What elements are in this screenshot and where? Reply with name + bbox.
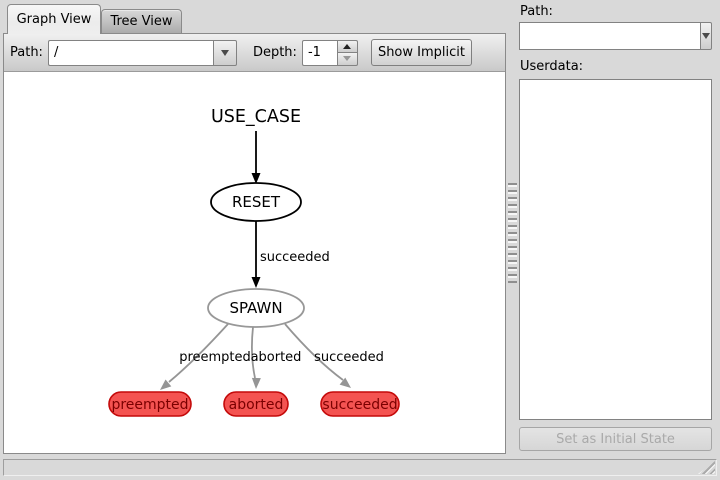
chevron-down-icon <box>220 49 229 56</box>
userdata-label: Userdata: <box>520 59 584 74</box>
sidebar-path-combobox <box>519 22 712 50</box>
pane-splitter[interactable] <box>506 33 519 454</box>
arrow-down-icon <box>343 56 352 62</box>
depth-spin-buttons <box>336 39 358 66</box>
sidebar-path-input[interactable] <box>519 22 700 50</box>
edge-spawn-to-aborted: aborted <box>251 326 302 389</box>
outcome-aborted-label: aborted <box>229 397 284 413</box>
edge-spawn-to-preempted: preempted <box>160 323 251 390</box>
path-combobox <box>47 39 237 66</box>
show-implicit-button[interactable]: Show Implicit <box>370 39 472 66</box>
sidebar-path-label: Path: <box>520 4 553 19</box>
outcome-aborted[interactable]: aborted <box>223 391 289 417</box>
outcome-preempted[interactable]: preempted <box>108 391 192 417</box>
outcome-succeeded-label: succeeded <box>322 397 397 413</box>
outcome-preempted-label: preempted <box>111 397 188 413</box>
container-title: USE_CASE <box>211 107 301 127</box>
userdata-textarea[interactable] <box>519 79 712 420</box>
arrow-up-icon <box>343 43 352 49</box>
depth-input[interactable] <box>301 39 337 66</box>
node-spawn[interactable]: SPAWN <box>207 288 305 328</box>
edge-label-succeeded-top: succeeded <box>260 250 330 265</box>
spin-down-button[interactable] <box>336 52 358 66</box>
edge-label-preempted: preempted <box>179 350 251 365</box>
outcome-succeeded[interactable]: succeeded <box>320 391 400 417</box>
state-machine-graph: USE_CASE RESET succeeded SPAWN <box>108 107 400 417</box>
depth-label: Depth: <box>252 45 297 60</box>
sidebar: Path: Userdata: Set as Initial State <box>519 0 712 455</box>
edge-label-succeeded: succeeded <box>314 350 384 365</box>
resize-grip-icon[interactable] <box>698 461 715 474</box>
edge-label-aborted: aborted <box>251 350 302 365</box>
tab-tree-view-label: Tree View <box>110 14 173 29</box>
node-reset-label: RESET <box>232 193 281 211</box>
path-dropdown-button[interactable] <box>212 39 237 66</box>
depth-spinner <box>301 39 358 66</box>
toolbar: Path: Depth: Show Implicit <box>4 34 505 72</box>
spin-up-button[interactable] <box>336 39 358 52</box>
chevron-down-icon <box>702 33 710 39</box>
node-spawn-label: SPAWN <box>229 299 282 317</box>
status-bar <box>3 459 717 476</box>
path-label: Path: <box>10 45 43 60</box>
graph-canvas[interactable]: USE_CASE RESET succeeded SPAWN <box>4 72 505 453</box>
tab-graph-view-label: Graph View <box>16 12 92 27</box>
tab-tree-view[interactable]: Tree View <box>101 9 182 33</box>
node-reset[interactable]: RESET <box>210 182 302 222</box>
graph-view-page: Path: Depth: Show Implicit USE_CASE <box>3 33 506 454</box>
tab-graph-view[interactable]: Graph View <box>7 4 101 34</box>
edge-reset-to-spawn: succeeded <box>251 221 330 288</box>
sidebar-path-dropdown-button[interactable] <box>700 22 712 50</box>
path-input[interactable] <box>47 39 213 66</box>
edge-spawn-to-succeeded: succeeded <box>284 323 384 388</box>
edge-title-to-reset <box>251 131 261 184</box>
set-initial-state-button[interactable]: Set as Initial State <box>519 427 712 451</box>
splitter-grip-icon <box>508 183 517 283</box>
